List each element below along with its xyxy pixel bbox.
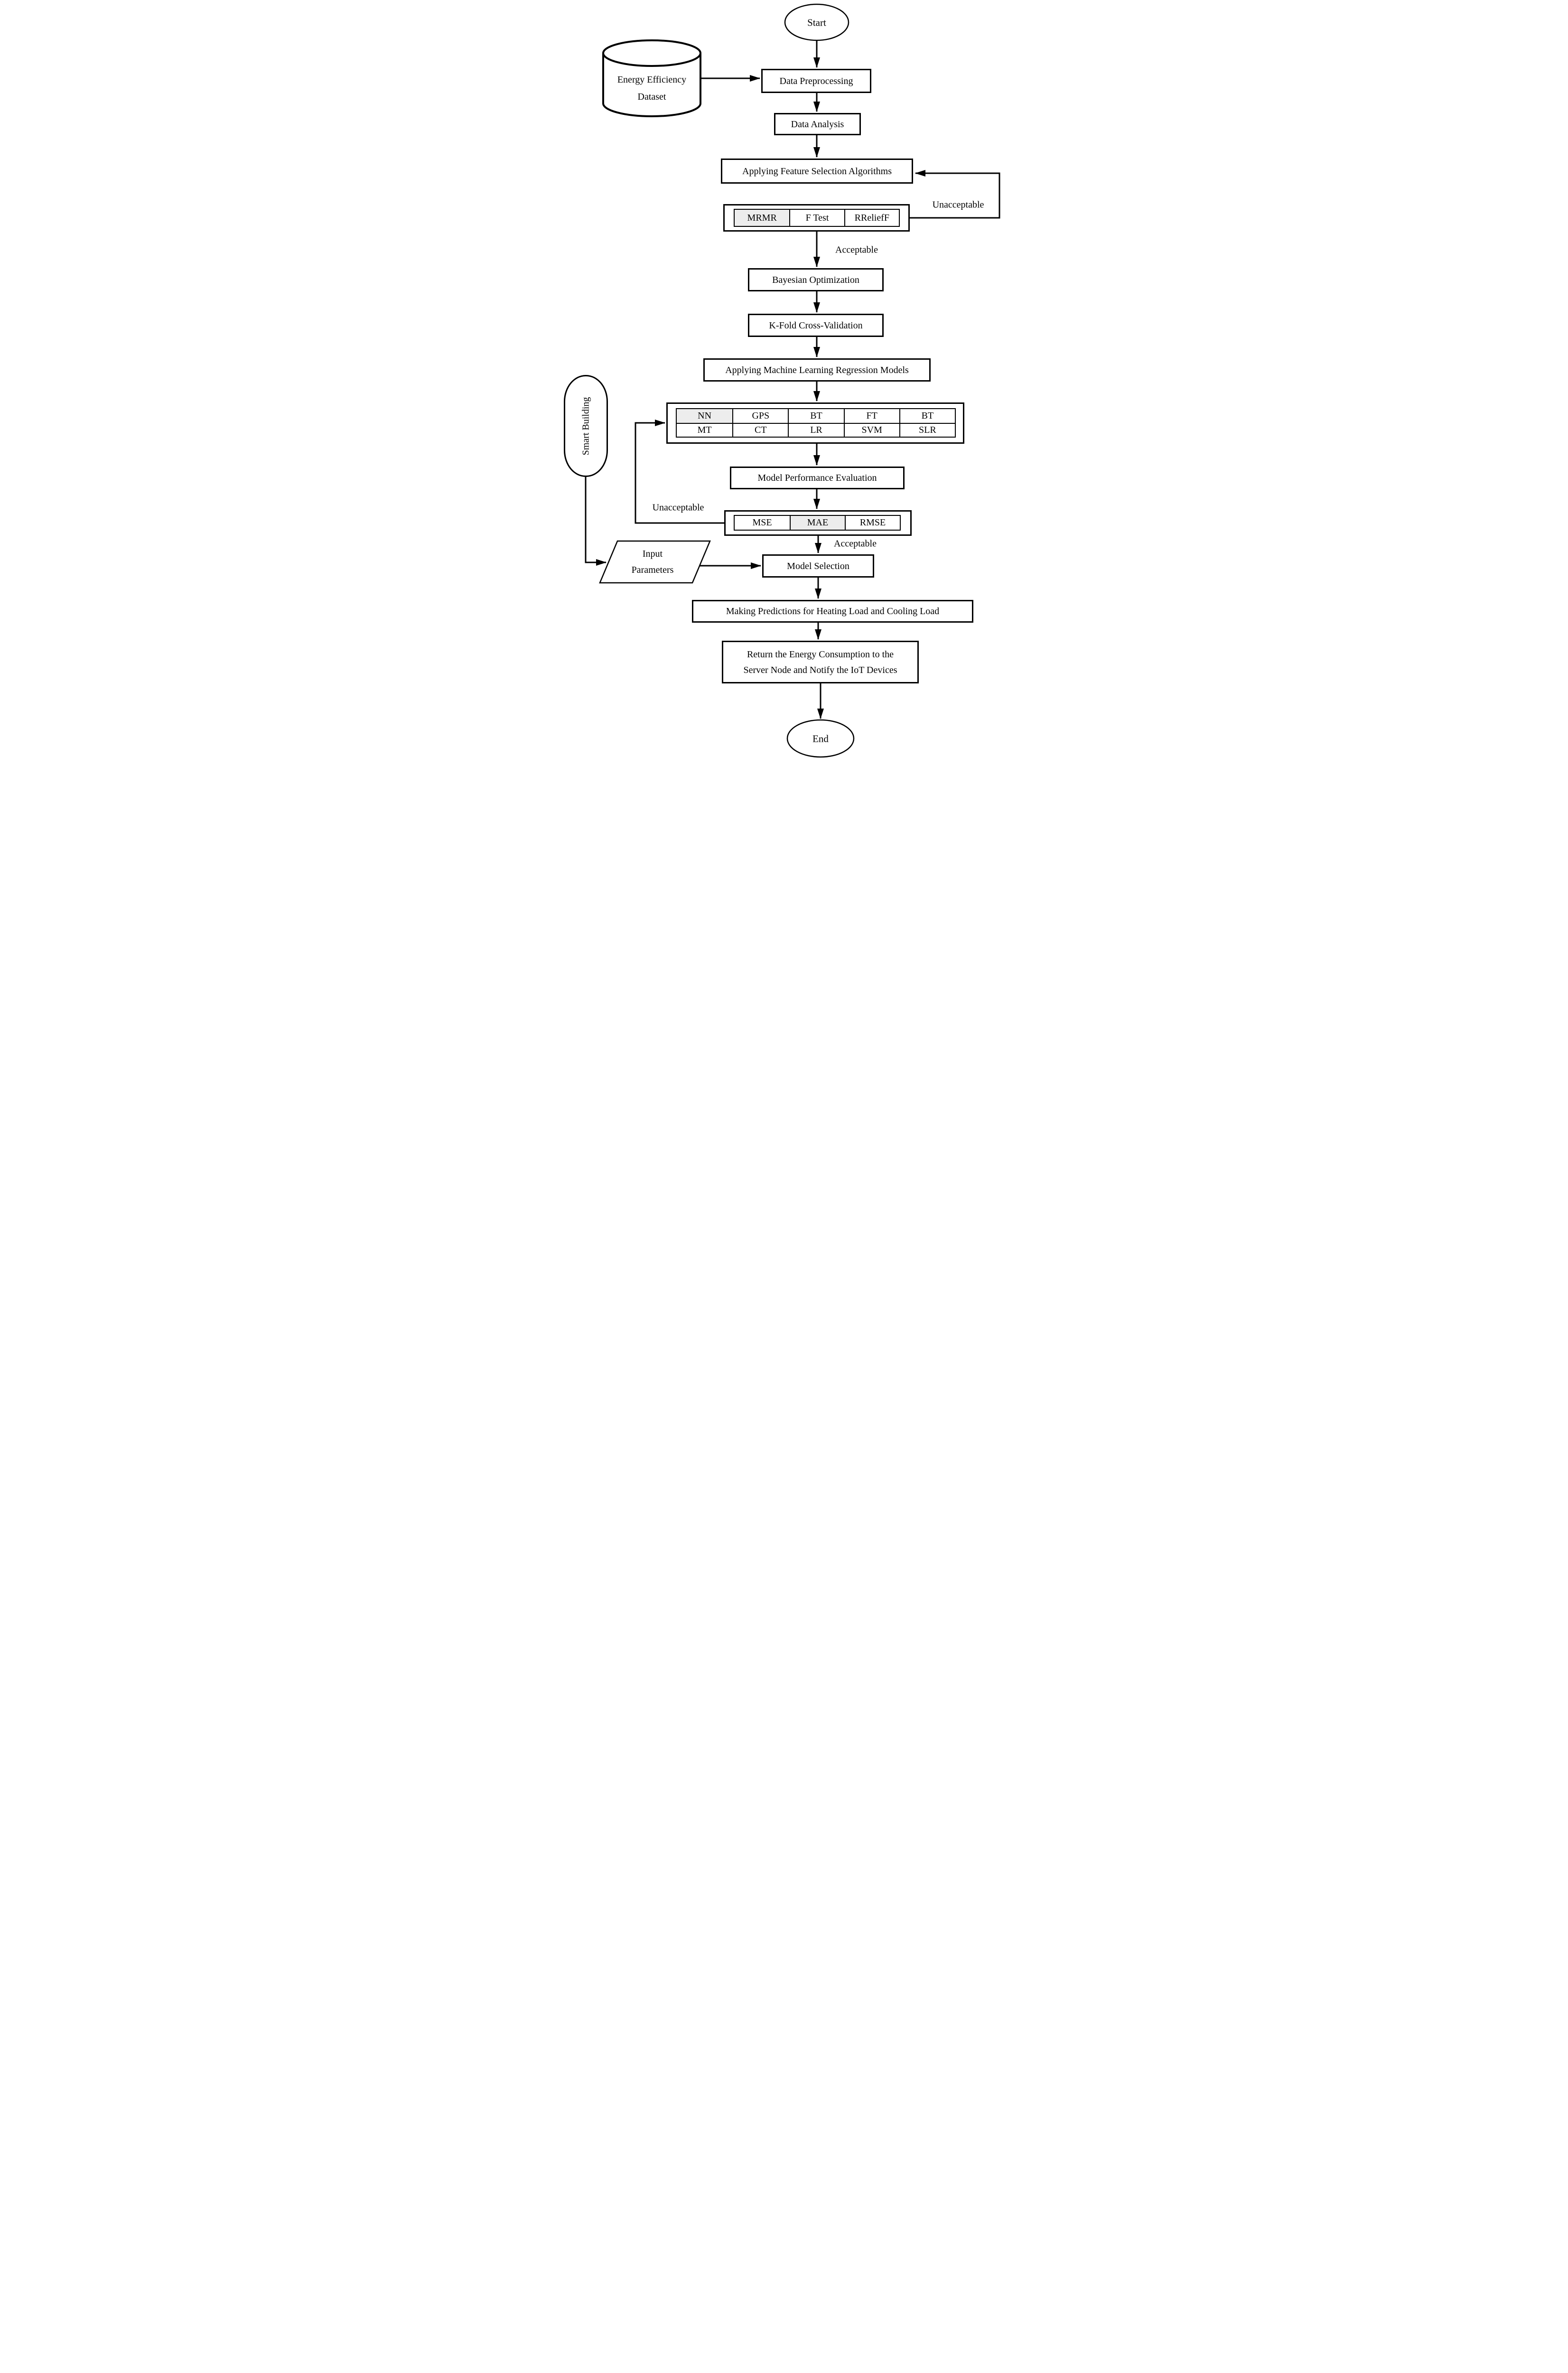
input-label-line2: Parameters (631, 565, 674, 575)
metric-cell-mae: MAE (790, 516, 845, 530)
model-cell-bt2: BT (899, 409, 955, 423)
input-parameters-parallelogram (599, 540, 711, 584)
feature-unacceptable-label: Unacceptable (932, 199, 984, 210)
flowchart-canvas: Start End Energy Efficiency Dataset Data… (558, 0, 1010, 765)
analysis-node: Data Analysis (774, 113, 861, 135)
model-cell-lr: LR (788, 423, 844, 437)
input-parameters-label: Input Parameters (607, 544, 698, 580)
model-cell-nn: NN (677, 409, 733, 423)
models-table: NN GPS BT FT BT MT CT LR SVM SLR (676, 408, 956, 438)
metrics-unacceptable-label: Unacceptable (652, 502, 704, 513)
feature-selection-node: Applying Feature Selection Algorithms (721, 159, 913, 184)
edge-loop-metrics-unacceptable (635, 420, 724, 524)
feature-methods-table: MRMR F Test RReliefF (734, 209, 900, 227)
dataset-label-line2: Dataset (637, 92, 666, 102)
model-cell-mt: MT (677, 423, 733, 437)
bayesian-node: Bayesian Optimization (748, 268, 884, 291)
smart-building-node: Smart Building (564, 375, 608, 477)
dataset-cylinder-top (602, 39, 701, 67)
dataset-cylinder (602, 39, 701, 117)
feature-method-cell-ftest: F Test (789, 210, 844, 226)
model-selection-node: Model Selection (762, 554, 874, 578)
feature-acceptable-label: Acceptable (835, 244, 878, 255)
metric-cell-mse: MSE (735, 516, 790, 530)
model-cell-gps: GPS (732, 409, 788, 423)
return-label-line2: Server Node and Notify the IoT Devices (743, 664, 897, 675)
input-label-line1: Input (642, 549, 663, 559)
end-ellipse (786, 719, 855, 758)
model-cell-ct: CT (732, 423, 788, 437)
start-ellipse (784, 3, 849, 41)
feature-method-cell-mrmr: MRMR (735, 210, 790, 226)
metrics-table: MSE MAE RMSE (734, 515, 901, 531)
edges (585, 41, 1000, 719)
edge-loop-feature-unacceptable (910, 170, 1000, 219)
dataset-label-line1: Energy Efficiency (617, 75, 687, 85)
feature-method-cell-rrelieff: RReliefF (844, 210, 899, 226)
smart-building-label: Smart Building (580, 397, 591, 455)
apply-ml-node: Applying Machine Learning Regression Mod… (703, 358, 931, 382)
edge-smartbuilding-input (585, 477, 607, 566)
model-cell-ft: FT (843, 409, 899, 423)
metrics-acceptable-label: Acceptable (834, 538, 877, 549)
shape-connector-layer (585, 3, 1000, 758)
predictions-node: Making Predictions for Heating Load and … (692, 600, 973, 623)
dataset-cylinder-body (602, 53, 701, 117)
preprocessing-node: Data Preprocessing (761, 69, 871, 93)
end-node-label: End (812, 733, 829, 745)
model-cell-bt1: BT (788, 409, 844, 423)
return-label-line1: Return the Energy Consumption to the (747, 649, 894, 660)
metric-cell-rmse: RMSE (845, 516, 900, 530)
model-cell-svm: SVM (843, 423, 899, 437)
return-node: Return the Energy Consumption to the Ser… (722, 641, 919, 683)
model-cell-slr: SLR (899, 423, 955, 437)
start-node-label: Start (807, 17, 826, 28)
kfold-node: K-Fold Cross-Validation (748, 314, 884, 337)
dataset-node-label: Energy Efficiency Dataset (603, 65, 700, 111)
evaluation-node: Model Performance Evaluation (730, 467, 905, 489)
